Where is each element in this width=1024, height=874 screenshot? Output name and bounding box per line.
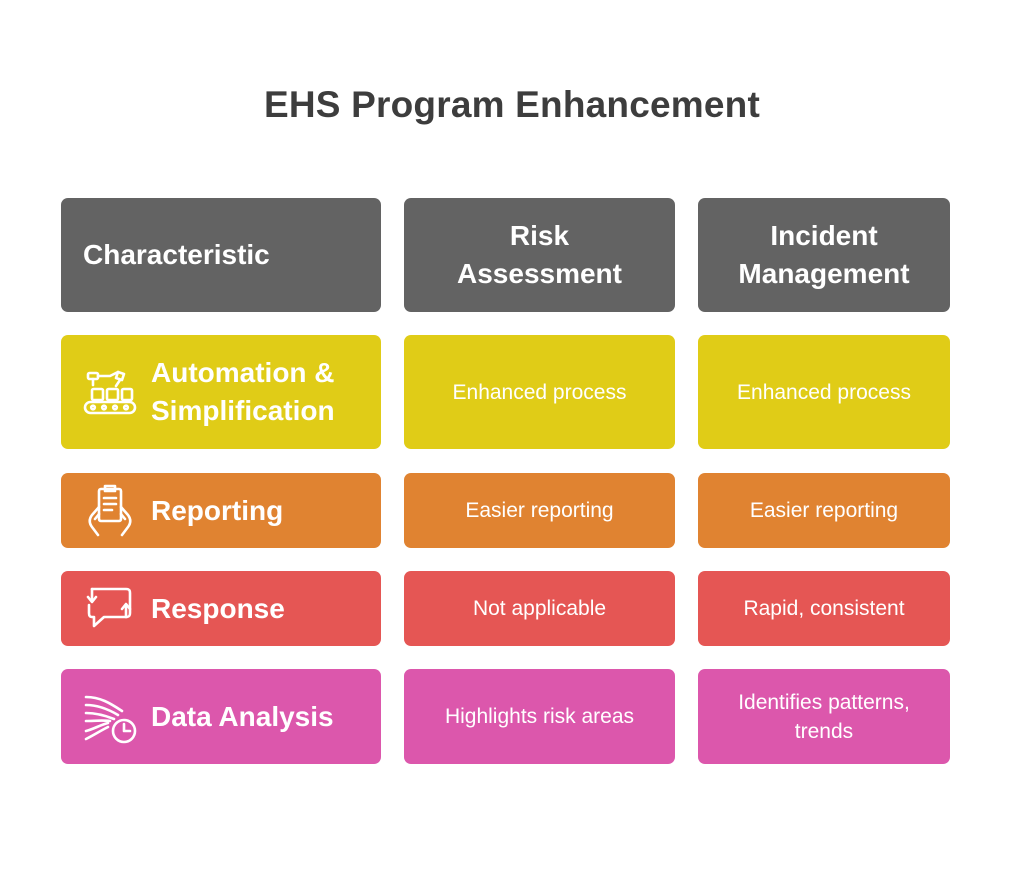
row-label-response: Response bbox=[61, 571, 381, 646]
row-label-text: Reporting bbox=[151, 494, 284, 526]
header-risk-assessment: Risk Assessment bbox=[404, 198, 675, 312]
row-label-text: Data Analysis bbox=[151, 700, 334, 732]
row-label-text: Automation & Simplification bbox=[151, 357, 335, 426]
hands-holding-report-icon bbox=[79, 480, 141, 542]
cell-reporting-incident: Easier reporting bbox=[698, 473, 950, 548]
header-incident-management: Incident Management bbox=[698, 198, 950, 312]
header-characteristic: Characteristic bbox=[61, 198, 381, 312]
conveyor-robot-arm-icon bbox=[79, 361, 141, 423]
row-label-data-analysis: Data Analysis bbox=[61, 669, 381, 764]
row-label-automation: Automation & Simplification bbox=[61, 335, 381, 449]
cell-automation-incident: Enhanced process bbox=[698, 335, 950, 449]
cell-response-incident: Rapid, consistent bbox=[698, 571, 950, 646]
cell-response-risk: Not applicable bbox=[404, 571, 675, 646]
cell-data-analysis-incident: Identifies patterns, trends bbox=[698, 669, 950, 764]
chat-bubble-arrows-icon bbox=[79, 578, 141, 640]
cell-data-analysis-risk: Highlights risk areas bbox=[404, 669, 675, 764]
page-title: EHS Program Enhancement bbox=[263, 84, 760, 125]
row-label-reporting: Reporting bbox=[61, 473, 381, 548]
cell-reporting-risk: Easier reporting bbox=[404, 473, 675, 548]
cell-automation-risk: Enhanced process bbox=[404, 335, 675, 449]
flow-lines-clock-icon bbox=[79, 686, 141, 748]
row-label-text: Response bbox=[151, 592, 285, 624]
